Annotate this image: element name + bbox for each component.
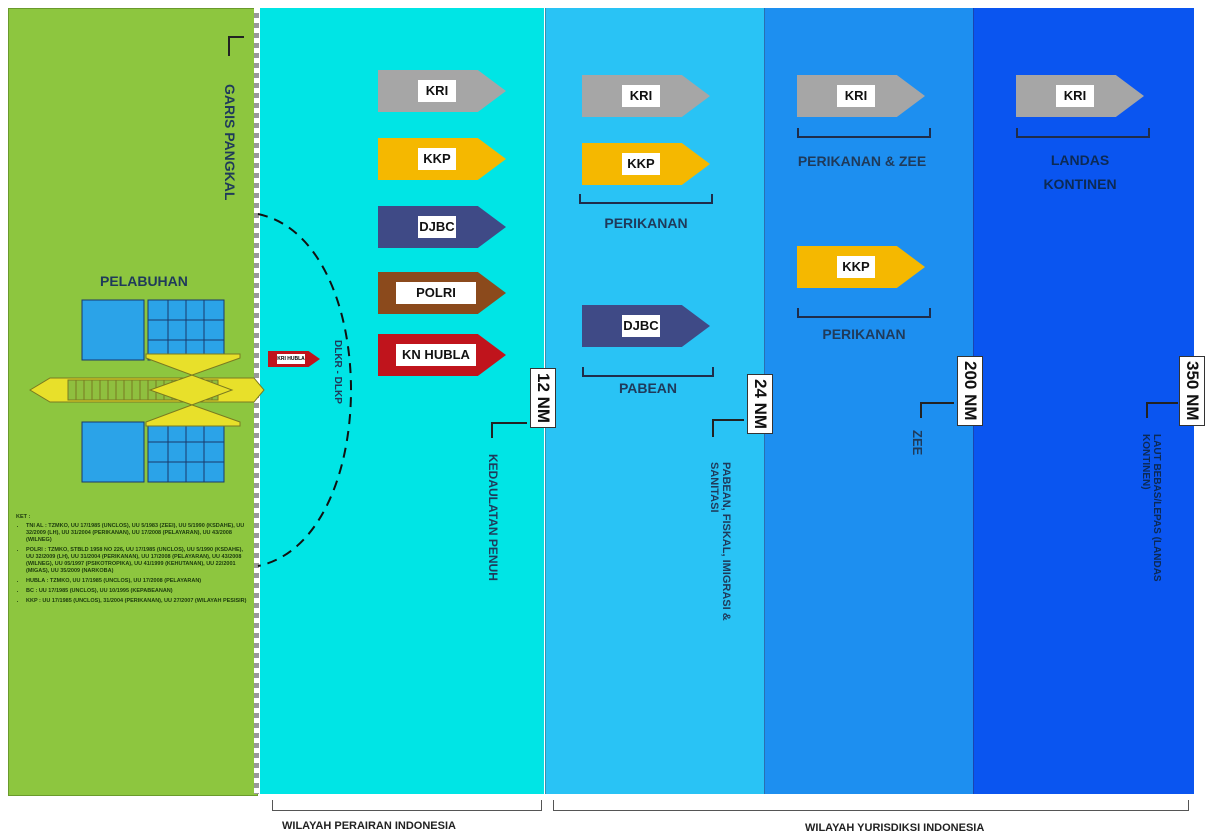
zee-agency-kkp: KKP xyxy=(797,246,925,288)
territorial-agency-kkp: KKP xyxy=(378,138,506,180)
zee-agency-kri: KRI xyxy=(797,75,925,117)
key-item: HUBLA : TZMKO, UU 17/1985 (UNCLOS), UU 1… xyxy=(26,578,252,585)
contiguous-agency-kkp: KKP xyxy=(582,143,710,185)
contiguous-fisheries-label: PERIKANAN xyxy=(604,215,688,231)
dlkr-dlkp-label: DLKR - DLKP xyxy=(332,340,343,404)
continental-shelf-zone xyxy=(973,8,1194,794)
patrol-ship-tag: KRI HUBLA xyxy=(277,354,305,364)
jurisdiction-bracket xyxy=(553,800,1189,811)
territorial-agency-kn-hubla: KN HUBLA xyxy=(378,334,506,376)
contiguous-agency-kri: KRI xyxy=(582,75,710,117)
port-title: PELABUHAN xyxy=(100,273,188,289)
territorial-agency-kkp-label: KKP xyxy=(418,148,456,170)
contiguous-customs-label: PABEAN xyxy=(618,380,678,396)
dlkr-dlkp-boundary xyxy=(257,213,352,567)
territorial-agency-djbc: DJBC xyxy=(378,206,506,248)
contiguous-agency-djbc: DJBC xyxy=(582,305,710,347)
contiguous-zone xyxy=(545,8,764,794)
territorial-agency-kri-label: KRI xyxy=(418,80,456,102)
zee-fisheries-zee-label: PERIKANAN & ZEE xyxy=(797,153,927,169)
territorial-waters-bracket xyxy=(272,800,542,811)
key-list: TNI AL : TZMKO, UU 17/1985 (UNCLOS), UU … xyxy=(16,523,252,605)
nm-24-pointer xyxy=(712,419,744,437)
nm-12-marker: 12 NM xyxy=(530,368,556,429)
nm-12-pointer xyxy=(491,422,527,438)
port-illustration xyxy=(29,299,265,483)
continental-shelf-label: LANDAS KONTINEN xyxy=(1043,152,1117,192)
nm-200-pointer xyxy=(920,402,954,418)
territorial-agency-polri: POLRI xyxy=(378,272,506,314)
contiguous-fisheries-bracket xyxy=(579,194,713,204)
key-item: POLRI : TZMKO, STBLD 1958 NO 226, UU 17/… xyxy=(26,547,252,575)
baseline-pointer xyxy=(228,36,244,56)
zee-fisheries-zee-bracket xyxy=(797,128,931,138)
zee-agency-kkp-label: KKP xyxy=(837,256,875,278)
zee-fisheries-label: PERIKANAN xyxy=(822,326,906,342)
continental-agency-kri: KRI xyxy=(1016,75,1144,117)
baseline-label: GARIS PANGKAL xyxy=(222,84,238,201)
key-item: TNI AL : TZMKO, UU 17/1985 (UNCLOS), UU … xyxy=(26,523,252,544)
territorial-agency-polri-label: POLRI xyxy=(396,282,476,304)
territorial-agency-djbc-label: DJBC xyxy=(418,216,456,238)
zee-fisheries-bracket xyxy=(797,308,931,318)
nm-200-marker: 200 NM xyxy=(957,356,983,426)
jurisdiction-footer: WILAYAH YURISDIKSI INDONESIA xyxy=(805,822,985,834)
zee-description: ZEE xyxy=(910,430,925,456)
zee-agency-kri-label: KRI xyxy=(837,85,875,107)
legislation-key: KET : TNI AL : TZMKO, UU 17/1985 (UNCLOS… xyxy=(16,514,252,608)
exclusive-economic-zone xyxy=(764,8,973,794)
baseline-divider xyxy=(254,8,259,794)
territorial-description: KEDAULATAN PENUH xyxy=(486,454,500,581)
contiguous-agency-djbc-label: DJBC xyxy=(622,315,660,337)
contiguous-agency-kri-label: KRI xyxy=(622,85,660,107)
continental-description: LAUT BEBAS/LEPAS (LANDAS KONTINEN) xyxy=(1140,434,1162,582)
nm-350-pointer xyxy=(1146,402,1178,418)
patrol-ship-marker: KRI HUBLA xyxy=(268,351,320,367)
key-item: KKP : UU 17/1985 (UNCLOS), 31/2004 (PERI… xyxy=(26,598,252,605)
nm-350-marker: 350 NM xyxy=(1179,356,1205,426)
territorial-agency-kri: KRI xyxy=(378,70,506,112)
continental-agency-kri-label: KRI xyxy=(1056,85,1094,107)
contiguous-description: PABEAN, FISKAL, IMIGRASI & SANITASI xyxy=(708,462,732,621)
continental-shelf-bracket xyxy=(1016,128,1150,138)
contiguous-agency-kkp-label: KKP xyxy=(622,153,660,175)
territorial-agency-kn-hubla-label: KN HUBLA xyxy=(396,344,476,366)
key-item: BC : UU 17/1985 (UNCLOS), UU 10/1995 (KE… xyxy=(26,588,252,595)
nm-24-marker: 24 NM xyxy=(747,374,773,435)
territorial-waters-footer: WILAYAH PERAIRAN INDONESIA xyxy=(282,820,456,832)
key-title: KET : xyxy=(16,514,31,520)
contiguous-customs-bracket xyxy=(582,367,714,377)
